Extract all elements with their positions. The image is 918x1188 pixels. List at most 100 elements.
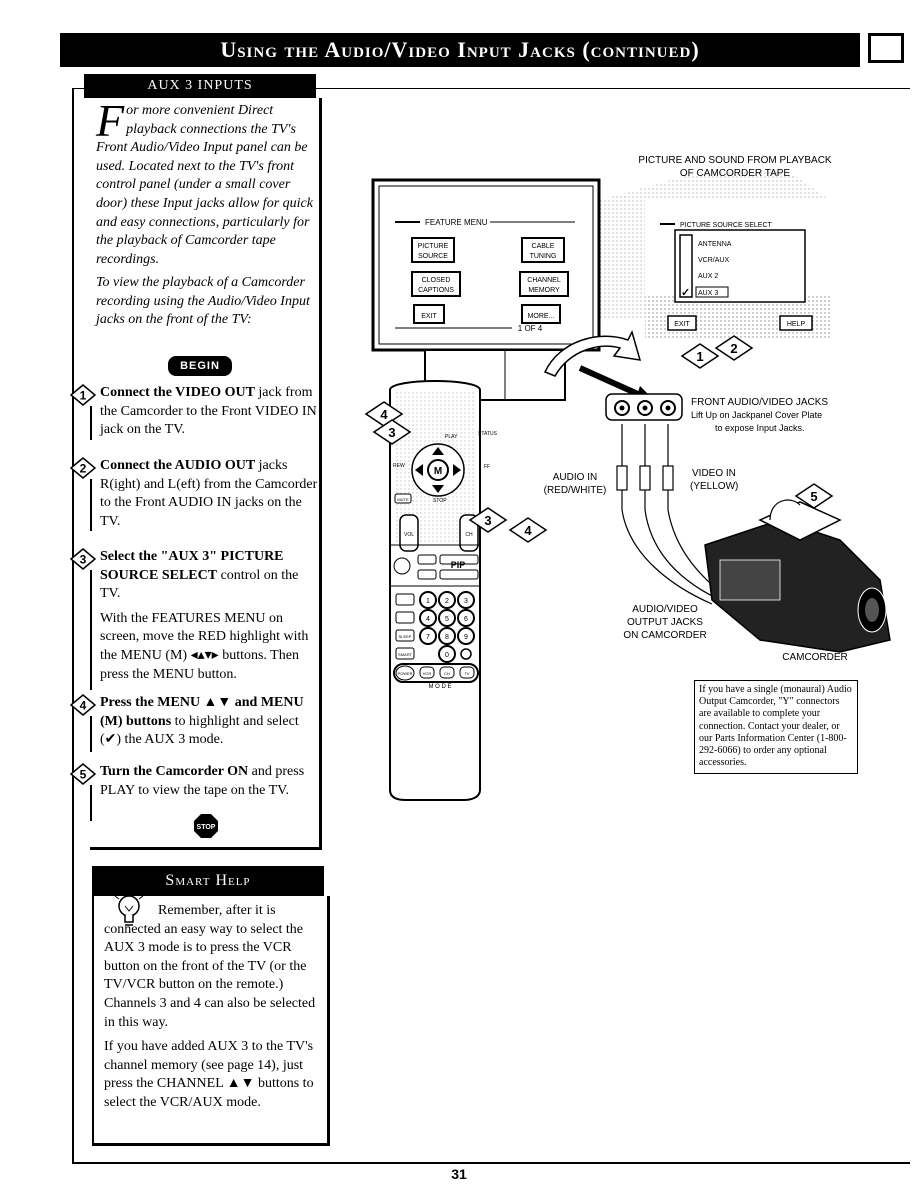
svg-text:3: 3: [484, 513, 491, 528]
svg-text:SMART: SMART: [398, 652, 412, 657]
step-5-number-icon: 5: [70, 763, 96, 785]
av-cables: [616, 424, 721, 605]
source-menu: PICTURE SOURCE SELECT ANTENNA VCR/AUX AU…: [660, 222, 813, 331]
svg-text:7: 7: [426, 634, 430, 641]
step-2-text: Connect the AUDIO OUT jacks R(ight) and …: [100, 458, 318, 529]
audio-in-label: AUDIO IN: [553, 472, 597, 483]
svg-text:1: 1: [426, 598, 430, 605]
svg-text:FF: FF: [484, 464, 490, 470]
svg-text:5: 5: [80, 768, 87, 782]
svg-text:0: 0: [445, 652, 449, 659]
step-5-text: Turn the Camcorder ON and press PLAY to …: [100, 764, 305, 798]
menu-item-picture: PICTURE: [418, 243, 449, 250]
source-exit: EXIT: [674, 321, 690, 328]
intro-text: or more convenient Direct playback conne…: [96, 103, 313, 267]
svg-text:4: 4: [426, 616, 430, 623]
feature-menu: FEATURE MENU PICTURE SOURCE CABLE TUNING…: [395, 218, 575, 333]
svg-text:6: 6: [464, 616, 468, 623]
menu-m-button[interactable]: [427, 459, 449, 481]
source-option-aux2: AUX 2: [698, 273, 718, 280]
source-option-antenna: ANTENNA: [698, 241, 732, 248]
front-jack-panel: [605, 393, 683, 421]
smart-help-text: Remember, after it is connected an easy …: [104, 902, 318, 1119]
mono-camcorder-note: If you have a single (monaural) Audio Ou…: [694, 680, 858, 774]
svg-text:4: 4: [80, 699, 87, 713]
front-jacks-title: FRONT AUDIO/VIDEO JACKS: [691, 397, 828, 408]
intro-instruction: To view the playback of a Camcorder reco…: [96, 275, 310, 328]
svg-text:3: 3: [80, 553, 87, 567]
source-menu-title: PICTURE SOURCE SELECT: [680, 222, 773, 229]
svg-text:M: M: [434, 466, 442, 477]
svg-text:4: 4: [380, 407, 388, 422]
page-number: 31: [451, 1166, 467, 1182]
menu-item-captions: CAPTIONS: [418, 287, 454, 294]
step-5: 5 Turn the Camcorder ON and press PLAY t…: [70, 763, 318, 823]
curved-arrow-icon: [543, 329, 642, 377]
menu-item-source: SOURCE: [418, 253, 448, 260]
step-3: 3 Select the "AUX 3" PICTURE SOURCE SELE…: [70, 548, 318, 690]
camcorder-jacks-line-1: AUDIO/VIDEO: [632, 604, 698, 615]
step-1: 1 Connect the VIDEO OUT jack from the Ca…: [70, 384, 318, 444]
ch-rocker[interactable]: [459, 514, 479, 552]
smart-help-panel: [92, 896, 330, 1146]
page-title-banner: Using the Audio/Video Input Jacks (conti…: [60, 33, 860, 67]
front-jacks-sub-2: to expose Input Jacks.: [715, 423, 805, 433]
svg-text:SLEEP: SLEEP: [399, 634, 412, 639]
svg-text:TV: TV: [464, 671, 469, 676]
svg-text:8: 8: [445, 634, 449, 641]
pip-label: PIP: [451, 560, 466, 570]
connection-diagram: PICTURE AND SOUND FROM PLAYBACK OF CAMCO…: [364, 155, 891, 801]
svg-text:CH: CH: [465, 532, 473, 538]
svg-text:STOP: STOP: [433, 498, 447, 504]
source-help: HELP: [787, 321, 806, 328]
svg-text:1: 1: [696, 349, 703, 364]
step-1-text: Connect the VIDEO OUT jack from the Camc…: [100, 385, 317, 438]
svg-text:M O D E: M O D E: [428, 684, 451, 690]
step-4-text: Press the MENU ▲▼ and MENU (M) buttons t…: [100, 695, 304, 748]
feature-menu-title: FEATURE MENU: [425, 218, 488, 227]
video-in-color: (YELLOW): [690, 481, 738, 492]
svg-text:1: 1: [80, 389, 87, 403]
menu-item-channel: CHANNEL: [527, 277, 561, 284]
left-panel-border: [90, 98, 322, 850]
svg-text:2: 2: [730, 341, 737, 356]
remote-step-callouts: 4 3 3 4 1 2 5: [364, 335, 834, 543]
checkmark-icon: ✓: [681, 287, 690, 299]
audio-in-colors: (RED/WHITE): [544, 485, 607, 496]
step-1-number-icon: 1: [70, 384, 96, 406]
svg-text:PLAY: PLAY: [445, 434, 458, 440]
aux-section-heading: AUX 3 INPUTS: [84, 74, 316, 98]
camcorder-label: CAMCORDER: [782, 652, 848, 663]
menu-item-memory: MEMORY: [528, 287, 560, 294]
svg-text:2: 2: [445, 598, 449, 605]
source-option-vcr-aux: VCR/AUX: [698, 257, 729, 264]
menu-item-exit: EXIT: [421, 313, 437, 320]
svg-text:POWER: POWER: [397, 671, 412, 676]
svg-text:REW: REW: [393, 463, 405, 469]
corner-box: [868, 33, 904, 63]
video-in-label: VIDEO IN: [692, 468, 736, 479]
svg-text:VOL: VOL: [404, 532, 414, 538]
camcorder-jacks-line-3: ON CAMCORDER: [623, 630, 706, 641]
svg-text:CH: CH: [444, 671, 450, 676]
camcorder-illustration: [704, 499, 891, 653]
svg-text:9: 9: [464, 634, 468, 641]
step-2-number-icon: 2: [70, 457, 96, 479]
light-bulb-icon: [114, 895, 144, 926]
camcorder-jacks-line-2: OUTPUT JACKS: [627, 617, 703, 628]
source-option-aux3: AUX 3: [698, 290, 718, 297]
smart-help-p2: If you have added AUX 3 to the TV's chan…: [104, 1039, 314, 1110]
vol-rocker[interactable]: [399, 514, 419, 552]
svg-text:5: 5: [810, 489, 817, 504]
svg-text:2: 2: [80, 462, 87, 476]
step-2: 2 Connect the AUDIO OUT jacks R(ight) an…: [70, 457, 318, 535]
page-title: Using the Audio/Video Input Jacks (conti…: [220, 37, 700, 62]
svg-text:VCR: VCR: [423, 671, 432, 676]
step-4: 4 Press the MENU ▲▼ and MENU (M) buttons…: [70, 694, 318, 756]
svg-text:5: 5: [445, 616, 449, 623]
menu-page-indicator: 1 OF 4: [518, 324, 543, 333]
front-jacks-sub-1: Lift Up on Jackpanel Cover Plate: [691, 410, 822, 420]
svg-text:3: 3: [388, 425, 395, 440]
remote-control: PLAY STATUS REW FF STOP M MUTE VOL CH PI…: [389, 380, 498, 801]
